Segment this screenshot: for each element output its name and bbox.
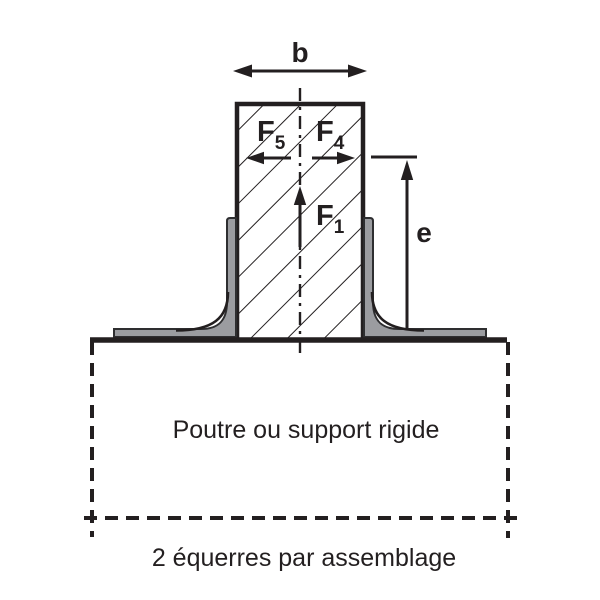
force-f1-subscript: 1 <box>334 217 345 238</box>
bracket-right-fillet-curve <box>370 291 425 332</box>
force-f4-subscript: 4 <box>334 133 345 154</box>
force-f5: F5 <box>246 116 291 165</box>
force-f1-symbol: F <box>316 200 334 232</box>
beam-support: Poutre ou support rigide <box>84 337 519 538</box>
bracket-right <box>363 217 487 338</box>
force-f5-arrowhead-icon <box>246 151 264 165</box>
dimension-b-label: b <box>291 37 308 68</box>
bracket-left-fillet-curve <box>175 291 230 332</box>
dimension-e: e <box>371 155 432 331</box>
force-f5-label: F5 <box>257 116 286 154</box>
arrowhead-right-icon <box>348 64 367 78</box>
force-f1-arrowhead-icon <box>293 186 307 205</box>
dimension-b: b <box>233 37 367 78</box>
bracket-left <box>113 217 237 338</box>
dimension-e-label: e <box>416 217 432 248</box>
force-f4-label: F4 <box>316 116 345 154</box>
force-f5-symbol: F <box>257 116 275 148</box>
force-f4: F4 <box>312 116 355 165</box>
force-f1: F1 <box>293 186 345 247</box>
beam-label: Poutre ou support rigide <box>173 416 440 444</box>
force-f5-subscript: 5 <box>275 133 286 154</box>
force-f4-arrowhead-icon <box>337 151 355 165</box>
caption: 2 équerres par assemblage <box>152 544 456 572</box>
force-f4-symbol: F <box>316 116 334 148</box>
force-f1-label: F1 <box>316 200 345 238</box>
dimension-e-arrowhead-icon <box>400 160 414 180</box>
arrowhead-left-icon <box>233 64 252 78</box>
